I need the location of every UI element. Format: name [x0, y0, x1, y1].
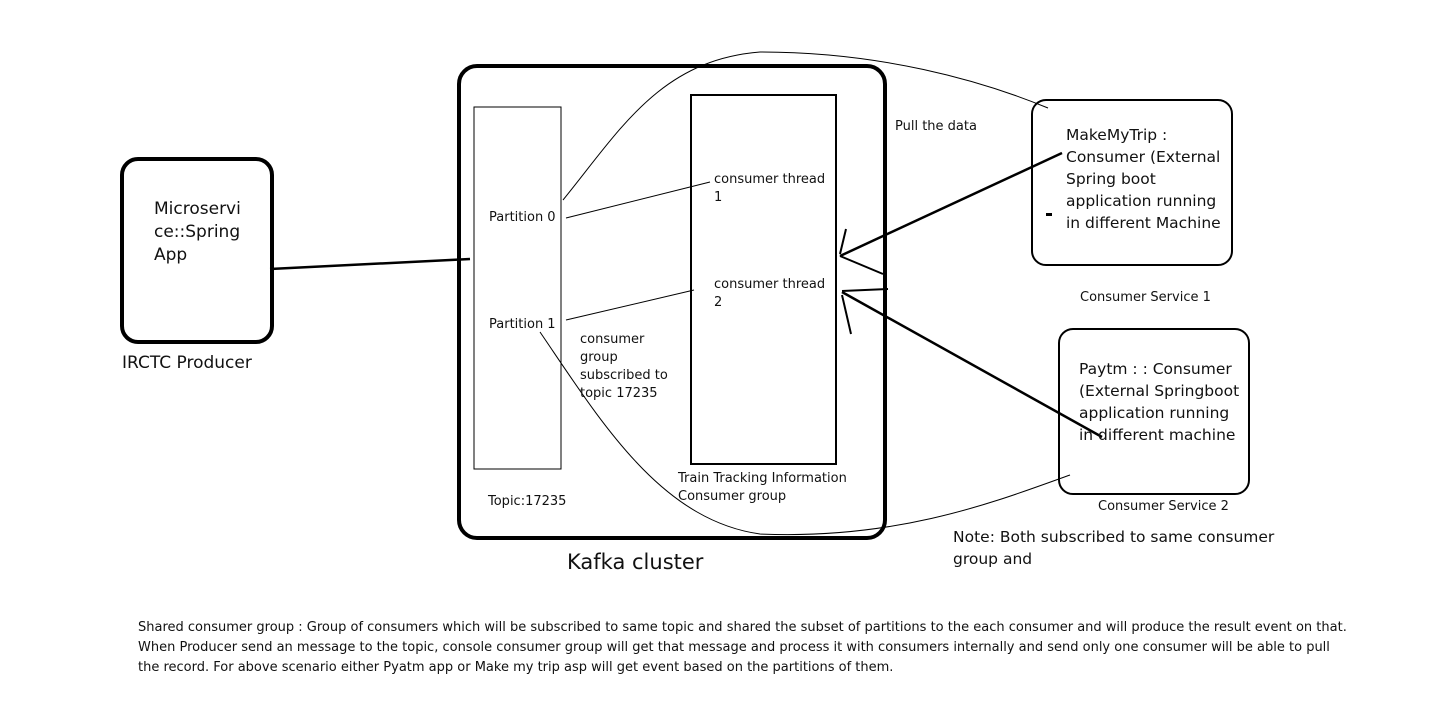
producer-to-topic-line	[269, 257, 471, 271]
consumer-service-2-box	[1058, 328, 1250, 495]
consumer-service-1-text: MakeMyTrip : Consumer (External Spring b…	[1066, 126, 1221, 232]
note-text: Note: Both subscribed to same consumer g…	[953, 528, 1275, 568]
kafka-cluster-caption: Kafka cluster	[567, 550, 704, 574]
partition0-to-service1-curve	[562, 51, 1049, 201]
arrowhead-stroke	[841, 294, 852, 335]
description-paragraph: Shared consumer group : Group of consume…	[138, 620, 1347, 675]
consumer-thread-1-label: consumer thread 1	[714, 172, 826, 205]
partition1-to-service2-curve	[539, 331, 1071, 536]
arrowhead-stroke	[839, 255, 884, 275]
consumer-service-1-caption: Consumer Service 1	[1080, 290, 1211, 305]
stray-mark	[1046, 213, 1052, 216]
consumer-group-note: consumer group subscribed to topic 17235	[580, 332, 668, 401]
consumer-thread-2-label: consumer thread 2	[714, 277, 826, 310]
partition0-thread1-line	[565, 181, 711, 219]
partition-1-label: Partition 1	[489, 317, 556, 332]
kafka-cluster-box	[457, 64, 887, 540]
topic-box	[473, 106, 562, 470]
consumer-service-2-text: Paytm : : Consumer (External Springboot …	[1079, 360, 1240, 444]
service2-pull-arrow	[841, 290, 1103, 439]
topic-label: Topic:17235	[488, 494, 567, 509]
consumer-service-1-box	[1031, 99, 1233, 266]
partition-0-label: Partition 0	[489, 210, 556, 225]
arrowhead-stroke	[841, 288, 889, 292]
consumer-group-caption: Train Tracking Information Consumer grou…	[678, 471, 847, 504]
service1-pull-arrow	[839, 151, 1063, 258]
consumer-service-2-caption: Consumer Service 2	[1098, 499, 1229, 514]
producer-caption: IRCTC Producer	[122, 353, 252, 373]
producer-box	[120, 157, 274, 344]
arrowhead-stroke	[839, 228, 847, 255]
pull-data-label: Pull the data	[895, 119, 977, 134]
consumer-threads-box	[690, 94, 837, 465]
producer-box-label: Microservi ce::Spring App	[154, 199, 241, 265]
partition1-thread2-line	[565, 289, 695, 321]
